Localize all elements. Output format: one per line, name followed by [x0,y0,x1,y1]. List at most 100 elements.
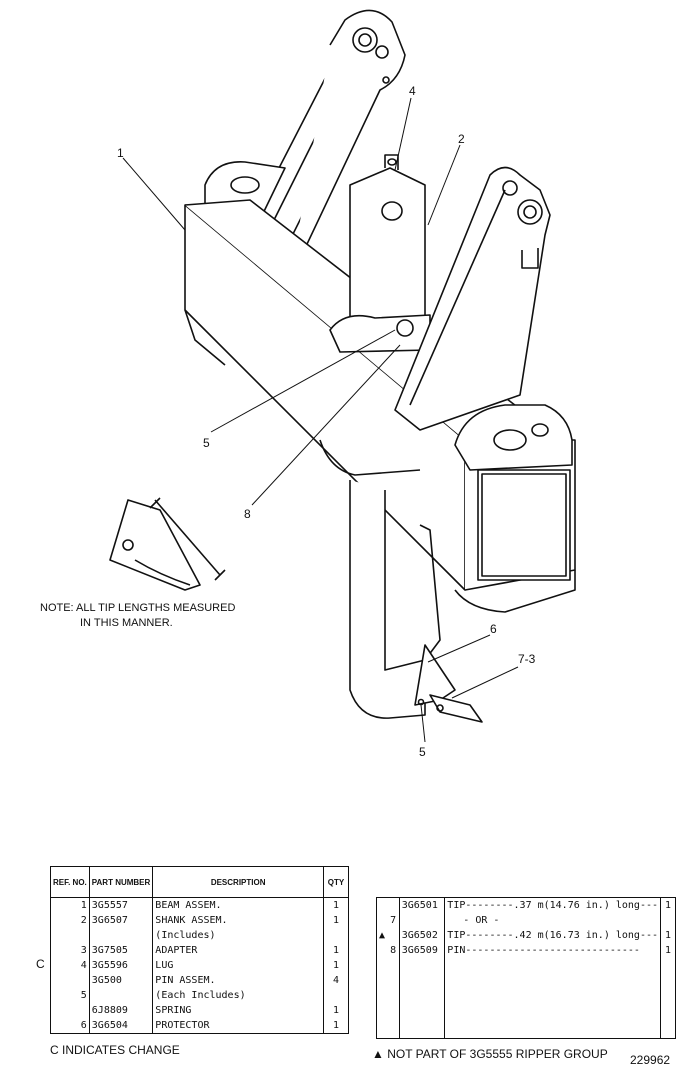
ref-no: 5 [50,988,90,1003]
description: - OR - [444,913,662,928]
ref-no: 1 [50,897,90,913]
ref-no: 3 [50,943,90,958]
callout-4: 4 [409,84,416,98]
quantity: 1 [323,913,349,928]
part-number: 3G5557 [89,897,154,913]
figure-number: 229962 [630,1053,671,1067]
description: SHANK ASSEM. [152,913,324,928]
ripper-group-drawing [109,9,576,743]
change-mark: C [36,957,45,971]
description: PIN ASSEM. [152,973,324,988]
quantity: 1 [323,958,349,973]
ref-no: 2 [50,913,90,928]
adapter-plate [349,167,426,341]
ref-no [50,1003,90,1018]
callout-6: 6 [490,622,497,636]
desc-header: DESCRIPTION [152,866,324,898]
ref-no: 4 [50,958,90,973]
part-number: 3G500 [89,973,154,988]
quantity [661,913,676,928]
not-part-mark [377,898,388,914]
ref-no [387,928,400,943]
quantity: 1 [323,897,349,913]
right-bracket [454,404,573,471]
callout-5-lower: 5 [419,745,426,759]
quantity [323,928,349,943]
note-line-1: NOTE: ALL TIP LENGTHS MEASURED [40,602,236,614]
part-number [89,988,154,1003]
table-row: (Includes) [50,928,349,943]
part-number: 3G6509 [399,943,446,958]
part-number [89,928,154,943]
description: SPRING [152,1003,324,1018]
empty-cell [387,958,400,1039]
empty-cell [399,958,446,1039]
change-footnote: C INDICATES CHANGE [50,1043,180,1057]
callout-5-upper: 5 [203,436,210,450]
not-part-mark [377,943,388,958]
qty-header: QTY [323,866,349,898]
description: TIP--------.42 m(16.73 in.) long--- [444,928,662,943]
not-part-mark: ▲ [379,930,386,941]
quantity: 1 [323,1018,349,1034]
table-row: 7 - OR - [377,913,676,928]
callout-8: 8 [244,507,251,521]
callout-1: 1 [117,146,124,160]
description: (Each Includes) [152,988,324,1003]
table-row: 5 (Each Includes) [50,988,349,1003]
ref-no: 7 [387,913,400,928]
quantity: 1 [323,943,349,958]
ref-no: 6 [50,1018,90,1034]
part-number: 3G6507 [89,913,154,928]
ref-no [50,928,90,943]
part-number: 3G5596 [89,958,154,973]
quantity [323,988,349,1003]
description: ADAPTER [152,943,324,958]
description: TIP--------.37 m(14.76 in.) long--- [444,897,662,913]
part-number: 3G7505 [89,943,154,958]
tip-detail [109,499,201,591]
description: PROTECTOR [152,1018,324,1034]
ref-no: 8 [387,943,400,958]
callout-7-3: 7-3 [518,652,536,666]
part-number: 3G6501 [399,897,446,913]
ref-no [387,897,400,913]
empty-cell [444,958,662,1039]
quantity: 1 [664,900,672,911]
note-line-2: IN THIS MANNER. [80,617,173,629]
not-part-footnote: ▲ NOT PART OF 3G5555 RIPPER GROUP [372,1047,608,1061]
not-part-mark [377,913,388,928]
right-arm [394,166,551,431]
part-header: PART NUMBER [88,866,154,898]
description: (Includes) [152,928,324,943]
description: PIN----------------------------- [444,943,662,958]
ref-no [50,973,90,988]
empty-cell [661,958,676,1039]
quantity: 1 [323,1003,349,1018]
callout-2: 2 [458,132,465,146]
description: BEAM ASSEM. [152,897,324,913]
description: LUG [152,958,324,973]
quantity: 1 [664,945,672,956]
filler-row [377,958,676,1039]
part-number: 3G6504 [89,1018,154,1034]
quantity: 1 [664,930,672,941]
part-number: 3G6502 [399,928,446,943]
ref-header: REF. NO. [50,866,90,898]
part-number: 6J8809 [89,1003,154,1018]
empty-cell [377,958,388,1039]
part-number [399,913,446,928]
quantity: 4 [323,973,349,988]
